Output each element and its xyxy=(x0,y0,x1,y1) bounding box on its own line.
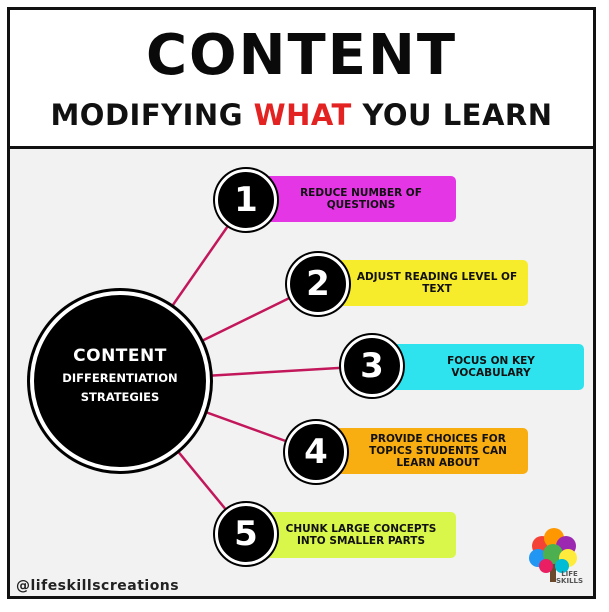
page-title: CONTENT xyxy=(145,23,458,88)
subtitle-post: YOU LEARN xyxy=(351,98,553,132)
logo-text: LIFE SKILLS xyxy=(556,571,583,585)
logo-text-line1: LIFE xyxy=(561,570,578,578)
hub-subtitle-line1: DIFFERENTIATION xyxy=(62,371,178,385)
life-skills-tree-logo xyxy=(529,528,577,582)
hub-circle: CONTENT DIFFERENTIATION STRATEGIES xyxy=(30,291,210,471)
strategy-text-4: PROVIDE CHOICES FOR TOPICS STUDENTS CAN … xyxy=(369,433,507,469)
strategy-text-1: REDUCE NUMBER OF QUESTIONS xyxy=(300,187,422,211)
strategy-number-1: 1 xyxy=(215,169,277,231)
strategy-box-4: PROVIDE CHOICES FOR TOPICS STUDENTS CAN … xyxy=(310,428,528,474)
strategy-number-5: 5 xyxy=(215,503,277,565)
strategy-number-2: 2 xyxy=(287,253,349,315)
hub-subtitle-line2: STRATEGIES xyxy=(80,390,160,404)
header: CONTENT MODIFYING WHAT YOU LEARN xyxy=(10,10,593,149)
strategy-number-4: 4 xyxy=(285,421,347,483)
hub-subtitle: DIFFERENTIATION STRATEGIES xyxy=(34,369,206,407)
footer-handle: @lifeskillscreations xyxy=(16,578,180,594)
subtitle-pre: MODIFYING xyxy=(50,98,254,132)
logo-text-line2: SKILLS xyxy=(556,577,584,585)
strategy-text-3: FOCUS ON KEY VOCABULARY xyxy=(447,355,535,379)
page-subtitle: MODIFYING WHAT YOU LEARN xyxy=(10,98,593,132)
subtitle-highlight: WHAT xyxy=(253,98,352,132)
strategy-text-5: CHUNK LARGE CONCEPTS INTO SMALLER PARTS xyxy=(285,523,437,547)
hub-title: CONTENT xyxy=(73,346,167,366)
strategy-number-3: 3 xyxy=(341,335,403,397)
strategy-text-2: ADJUST READING LEVEL OF TEXT xyxy=(356,271,518,295)
